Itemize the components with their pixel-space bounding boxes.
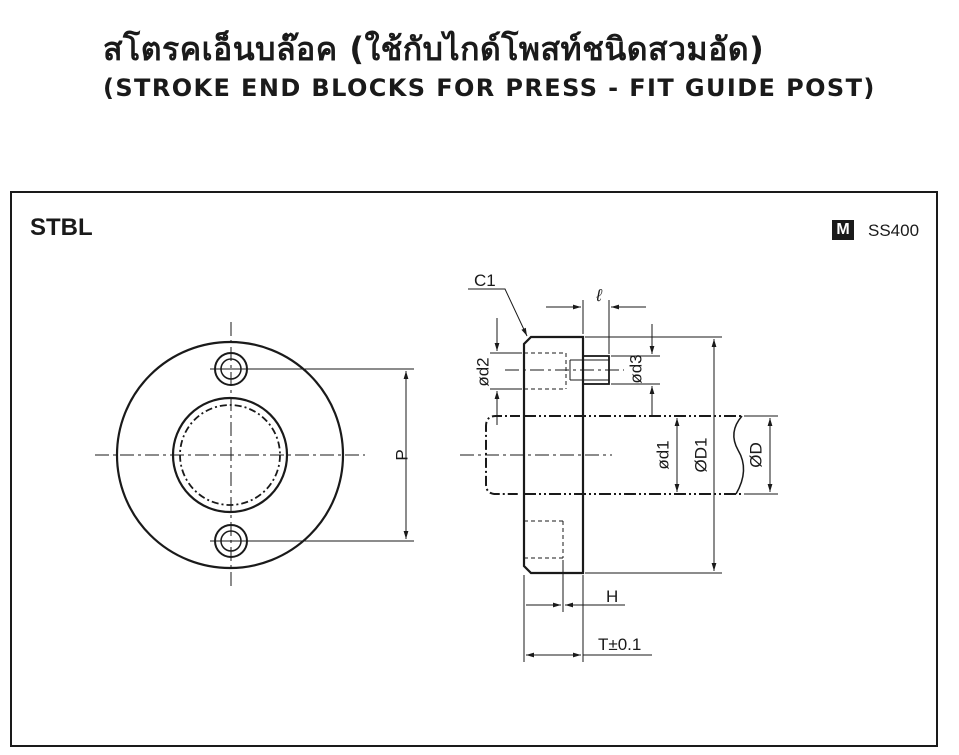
page-title-thai: สโตรคเอ็นบล๊อค (ใช้กับไกด์โพสท์ชนิดสวมอั… xyxy=(103,30,765,68)
label-c1: C1 xyxy=(474,271,496,290)
label-d1: ød1 xyxy=(653,440,672,469)
outer-circle xyxy=(115,340,345,570)
drawing-frame xyxy=(10,191,938,747)
side-view xyxy=(460,288,778,662)
part-code: STBL xyxy=(30,214,93,241)
label-D1: ØD1 xyxy=(691,438,710,473)
front-view xyxy=(95,322,414,588)
guide-post-break xyxy=(733,415,745,495)
label-pitch-p: P xyxy=(392,449,411,460)
label-d2: ød2 xyxy=(473,357,492,386)
label-h: H xyxy=(606,587,618,606)
c1-leader xyxy=(468,288,528,337)
material-name: SS400 xyxy=(868,221,920,240)
guide-post-left xyxy=(485,415,520,495)
label-t: T±0.1 xyxy=(598,635,641,654)
label-D: ØD xyxy=(746,442,765,468)
label-d3: ød3 xyxy=(626,354,645,383)
material-badge: M xyxy=(832,220,854,240)
block-outline xyxy=(522,335,585,575)
label-l: ℓ xyxy=(595,286,602,305)
page-title-english: (STROKE END BLOCKS FOR PRESS - FIT GUIDE… xyxy=(103,74,876,102)
